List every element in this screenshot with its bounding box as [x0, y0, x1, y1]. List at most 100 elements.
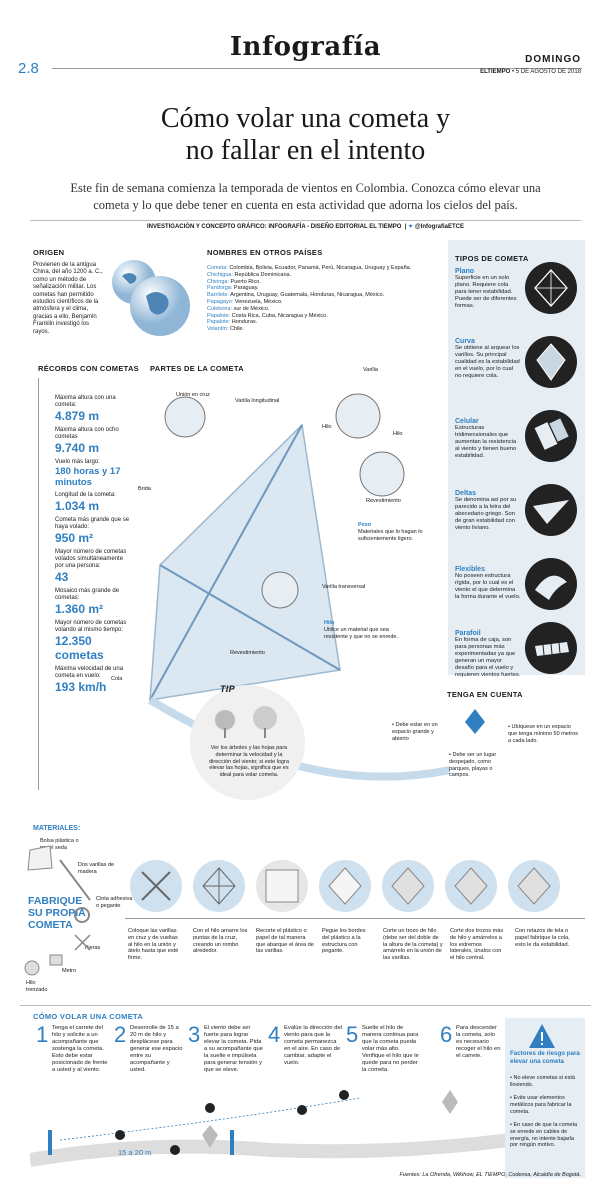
how-step-5: Suelte el hilo de manera continua para q…: [362, 1025, 419, 1073]
kite-type-parafoil: Parafoil En forma de caja, son para pers…: [455, 630, 521, 678]
credit-divider: [30, 220, 581, 221]
how-step-2: Desenrolle de 15 a 20 m de hilo y desplá…: [130, 1025, 183, 1073]
title-line-2: no fallar en el intento: [185, 135, 426, 166]
label-varilla: Varilla: [363, 367, 378, 373]
name-row: Volantín: Chile.: [207, 326, 245, 333]
consider-heading: TENGA EN CUENTA: [447, 690, 523, 699]
distance-label: 15 a 20 m: [118, 1148, 152, 1157]
parts-heading: PARTES DE LA COMETA: [150, 364, 244, 373]
name-row: Barrilete: Argentina, Uruguay, Guatemala…: [207, 292, 385, 299]
material-tape: Cinta adhesiva o pegante: [96, 896, 133, 909]
build-step-3: Recorte el plástico o papel de tal maner…: [256, 928, 314, 955]
kite-sail: [149, 423, 341, 701]
kite-types-heading: TIPOS DE COMETA: [455, 254, 529, 263]
person-icon: [48, 1130, 52, 1155]
consider-item: • Ubíquese en un espacio que tenga mínim…: [508, 724, 579, 744]
risk-item: • En caso de que la cometa se enrede en …: [510, 1122, 578, 1149]
label-union: Unión en cruz: [176, 392, 210, 398]
how-step-3: El viento debe ser fuerte para lograr el…: [204, 1025, 263, 1073]
step-marker-1: [115, 1130, 125, 1140]
brand: ELTIEMPO: [480, 69, 511, 75]
step-marker-3: [205, 1103, 215, 1113]
person-icon: [230, 1130, 234, 1155]
globe-illustration: [112, 260, 190, 336]
kite-deltas-photo: [525, 484, 577, 536]
how-step-4: Evalúe la dirección del viento para que …: [284, 1025, 343, 1066]
record-item: Mosaico más grande de cometas:1.360 m²: [55, 588, 120, 616]
label-revestimiento-right: Revestimiento: [366, 498, 401, 504]
weight-detail: [261, 571, 299, 609]
label-brida: Brida: [138, 486, 151, 492]
origin-heading: ORIGEN: [33, 248, 65, 257]
twitter-icon: ✦: [408, 224, 414, 230]
name-row: Pandorga: Paraguay.: [207, 285, 259, 292]
tape-icon: [74, 907, 90, 923]
risk-item: • No eleve cometas si está lloviendo.: [510, 1075, 575, 1088]
string-detail: [359, 451, 405, 497]
build-step-5-image: [382, 860, 434, 912]
kite-type-flexibles: Flexibles No poseen estructura rígida, p…: [455, 566, 521, 600]
risk-item: • Evite usar elementos metálicos para fa…: [510, 1095, 572, 1115]
records-list: Máxima altura con una cometa:4.879 m Máx…: [55, 395, 130, 698]
build-timeline: [125, 918, 585, 919]
name-row: Culebrina: sur de México.: [207, 305, 270, 312]
date-text: 5 DE AGOSTO DE 2018: [515, 69, 581, 75]
name-row: Chiringa: Puerto Rico.: [207, 278, 261, 285]
build-step-1-image: [130, 860, 182, 912]
material-bag: Bolsa plástica o papel seda: [40, 838, 79, 851]
label-hilo-top: Hilo: [322, 424, 332, 430]
credit-line: INVESTIGACIÓN Y CONCEPTO GRÁFICO: INFOGR…: [146, 224, 465, 230]
kite-plano-photo: [525, 262, 577, 314]
label-hilo-right: Hilo: [393, 431, 403, 437]
subtitle: Este fin de semana comienza la temporada…: [70, 181, 541, 212]
section-title: Infografía: [229, 32, 382, 62]
how-step-6: Para descender la cometa, solo es necesa…: [456, 1025, 501, 1059]
header-divider: [52, 68, 582, 69]
kite-celular-photo: [525, 410, 577, 462]
build-step-6: Corte dos trozos más de hilo y amárrelos…: [450, 928, 504, 962]
longitudinal-rod: [149, 424, 303, 701]
materials-illustration: [24, 845, 91, 976]
header-day: DOMINGO: [525, 54, 581, 65]
scissors-icon: [74, 934, 91, 951]
title-line-1: Cómo volar una cometa y: [160, 103, 451, 134]
name-row: Chichigua: República Dominicana.: [207, 271, 292, 278]
label-revestimiento: Revestimiento: [230, 650, 265, 656]
record-item: Vuelo más largo:180 horas y 17 minutos: [55, 459, 121, 488]
kite-type-celular: Celular Estructuras tridimensionales que…: [455, 418, 517, 459]
label-varilla-trans: Varilla transversal: [322, 584, 366, 590]
build-step-7: Con retazos de tela o papel fabrique la …: [515, 928, 570, 948]
build-step-7-image: [508, 860, 560, 912]
material-rods: Dos varillas de madera: [78, 862, 115, 875]
how-divider: [20, 1005, 591, 1006]
thread-icon: [24, 960, 40, 976]
record-item: Máxima altura con una cometa:4.879 m: [55, 395, 116, 423]
tip-heading: TIP: [220, 684, 235, 694]
rod-detail: [335, 393, 381, 439]
build-step-2-image: [193, 860, 245, 912]
material-scissors: Tijeras: [84, 945, 101, 951]
record-item: Longitud de la cometa:1.034 m: [55, 492, 116, 513]
build-title: FABRIQUE SU PROPIA COMETA: [28, 895, 86, 931]
main-title: Cómo volar una cometa y no fallar en el …: [60, 103, 551, 167]
name-row: Papalote: Honduras.: [207, 319, 258, 326]
kite-flexibles-photo: [525, 558, 577, 610]
sources: Fuentes: La Ofrenda, Wikihow, EL TIEMPO,…: [399, 1172, 581, 1178]
names-heading: NOMBRES EN OTROS PAÍSES: [207, 248, 323, 257]
credit-text: INVESTIGACIÓN Y CONCEPTO GRÁFICO: INFOGR…: [146, 224, 402, 230]
kite-small-icon: [465, 709, 485, 734]
how-step-2-number: 2: [114, 1022, 127, 1047]
kite-type-curva: Curva Se obtiene al arquear los varillos…: [455, 338, 520, 379]
kite-flying-icon: [442, 1090, 458, 1114]
twitter-handle: @InfografiaETCE: [414, 224, 465, 230]
origin-text: Provienen de la antigua China, del año 1…: [33, 262, 103, 335]
record-item: Mayor número de cometas volando al mismo…: [55, 620, 127, 662]
build-step-5: Corte un trozo de hilo (debe ser del dob…: [383, 928, 443, 962]
meter-icon: [49, 954, 63, 966]
page-number: 2.8: [18, 60, 39, 77]
how-step-6-number: 6: [440, 1022, 453, 1047]
label-cola: Cola: [111, 676, 123, 682]
kite-curva-photo: [525, 336, 577, 388]
